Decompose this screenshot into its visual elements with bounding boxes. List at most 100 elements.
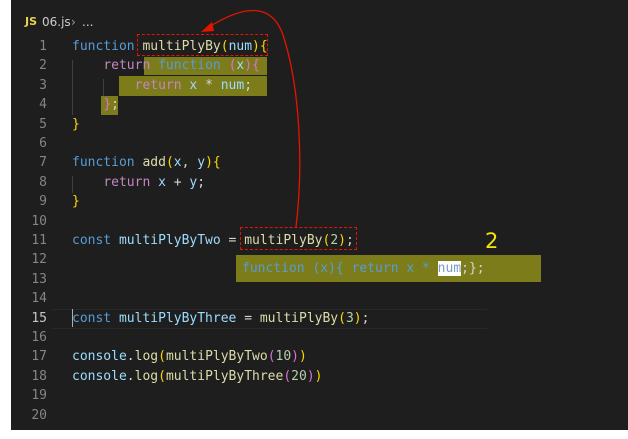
code-token: ) xyxy=(314,369,323,384)
code-token: ) xyxy=(299,349,307,364)
code-token: console xyxy=(72,349,127,364)
current-line-highlight xyxy=(51,309,487,329)
code-token: function xyxy=(72,39,135,54)
code-token xyxy=(72,78,135,93)
code-token: x xyxy=(173,155,182,170)
code-token: 2 xyxy=(330,233,339,248)
substituted-num-selection: num xyxy=(437,261,462,276)
code-token xyxy=(150,175,158,190)
indent-guide xyxy=(72,60,73,115)
code-line-20[interactable]: 20 xyxy=(11,406,628,425)
code-text: } xyxy=(72,115,80,134)
code-token: 20 xyxy=(291,369,307,384)
annotation-substituted-code: function (x){ return x * num;}; xyxy=(242,259,485,278)
code-token: const xyxy=(72,233,112,248)
code-line-19[interactable]: 19 xyxy=(11,386,628,405)
code-token: + xyxy=(165,175,190,190)
line-number: 9 xyxy=(39,194,47,209)
line-number: 20 xyxy=(31,408,47,423)
code-text: function add(x, y){ xyxy=(72,153,221,172)
code-token: ( xyxy=(158,369,166,384)
code-token: ; xyxy=(111,97,119,112)
code-token: ) xyxy=(306,369,315,384)
code-line-2[interactable]: 2 return function (x){ xyxy=(11,56,628,75)
code-token: multiPlyByThree xyxy=(118,311,237,326)
code-token: ( xyxy=(165,155,174,170)
code-token: y xyxy=(197,155,206,170)
code-line-5[interactable]: 5} xyxy=(11,115,628,134)
code-token: { xyxy=(212,155,221,170)
line-number: 5 xyxy=(39,117,47,132)
code-token xyxy=(72,58,103,73)
code-token: log xyxy=(134,369,159,384)
code-token: ) xyxy=(338,233,346,248)
indent-guide xyxy=(103,79,104,96)
line-number: 16 xyxy=(31,330,47,345)
code-line-6[interactable]: 6 xyxy=(11,134,628,153)
line-number: 14 xyxy=(31,291,47,306)
code-token: multiPlyBy xyxy=(259,311,339,326)
code-line-10[interactable]: 10 xyxy=(11,212,628,231)
breadcrumb-more[interactable]: ... xyxy=(82,15,94,29)
code-line-13[interactable]: 13 xyxy=(11,270,628,289)
line-number: 12 xyxy=(31,252,47,267)
code-token: } xyxy=(103,97,112,112)
code-token: y xyxy=(189,175,198,190)
line-number: 3 xyxy=(39,78,47,93)
code-line-4[interactable]: 4 }; xyxy=(11,95,628,114)
code-token: ( xyxy=(158,349,166,364)
code-line-9[interactable]: 9} xyxy=(11,192,628,211)
code-line-16[interactable]: 16 xyxy=(11,328,628,347)
indent-guide xyxy=(72,176,73,193)
code-token: function xyxy=(158,58,221,73)
annotation-step-number: 2 xyxy=(485,229,499,253)
code-token xyxy=(221,58,229,73)
code-line-17[interactable]: 17 console.log(multiPlyByTwo(10)) xyxy=(11,347,628,366)
code-line-14[interactable]: 14 xyxy=(11,289,628,308)
code-line-12[interactable]: 12 xyxy=(11,250,628,269)
code-line-3[interactable]: 3 return x * num; xyxy=(11,76,628,95)
code-text: } xyxy=(72,192,80,211)
code-token: = xyxy=(220,233,245,248)
line-number: 6 xyxy=(39,136,47,151)
code-text: return x + y; xyxy=(72,173,205,192)
breadcrumb-file[interactable]: 06.js xyxy=(42,15,71,29)
line-number: 10 xyxy=(31,214,47,229)
annotation-box-definition xyxy=(137,34,268,56)
code-line-8[interactable]: 8 return x + y; xyxy=(11,173,628,192)
code-token: } xyxy=(72,194,80,209)
code-token: ) xyxy=(291,349,299,364)
chevron-right-icon: › xyxy=(71,15,76,29)
code-token: const xyxy=(72,311,112,326)
code-token: } xyxy=(72,117,80,132)
code-token: console xyxy=(72,369,127,384)
line-number: 17 xyxy=(31,349,47,364)
text-cursor xyxy=(72,309,73,327)
code-token: ; xyxy=(197,175,206,190)
code-text: }; xyxy=(72,95,119,114)
code-token xyxy=(111,311,119,326)
code-token: ; xyxy=(361,311,370,326)
code-token: . xyxy=(126,349,135,364)
code-token: multiPlyBy xyxy=(142,39,221,54)
substituted-code-after: ;}; xyxy=(461,261,485,276)
code-token: ) xyxy=(244,58,253,73)
code-token: multiPlyByTwo xyxy=(118,233,221,248)
code-token xyxy=(111,233,119,248)
code-token: return xyxy=(103,58,151,73)
code-line-7[interactable]: 7 function add(x, y){ xyxy=(11,153,628,172)
code-token: multiPlyByThree xyxy=(165,369,284,384)
code-token: . xyxy=(126,369,135,384)
code-token: ) xyxy=(353,311,362,326)
code-token: ( xyxy=(338,311,346,326)
code-token: = xyxy=(236,311,260,326)
code-token xyxy=(72,97,103,112)
code-token: log xyxy=(134,349,159,364)
code-text: console.log(multiPlyByTwo(10)) xyxy=(72,347,307,366)
line-number: 7 xyxy=(39,155,47,170)
